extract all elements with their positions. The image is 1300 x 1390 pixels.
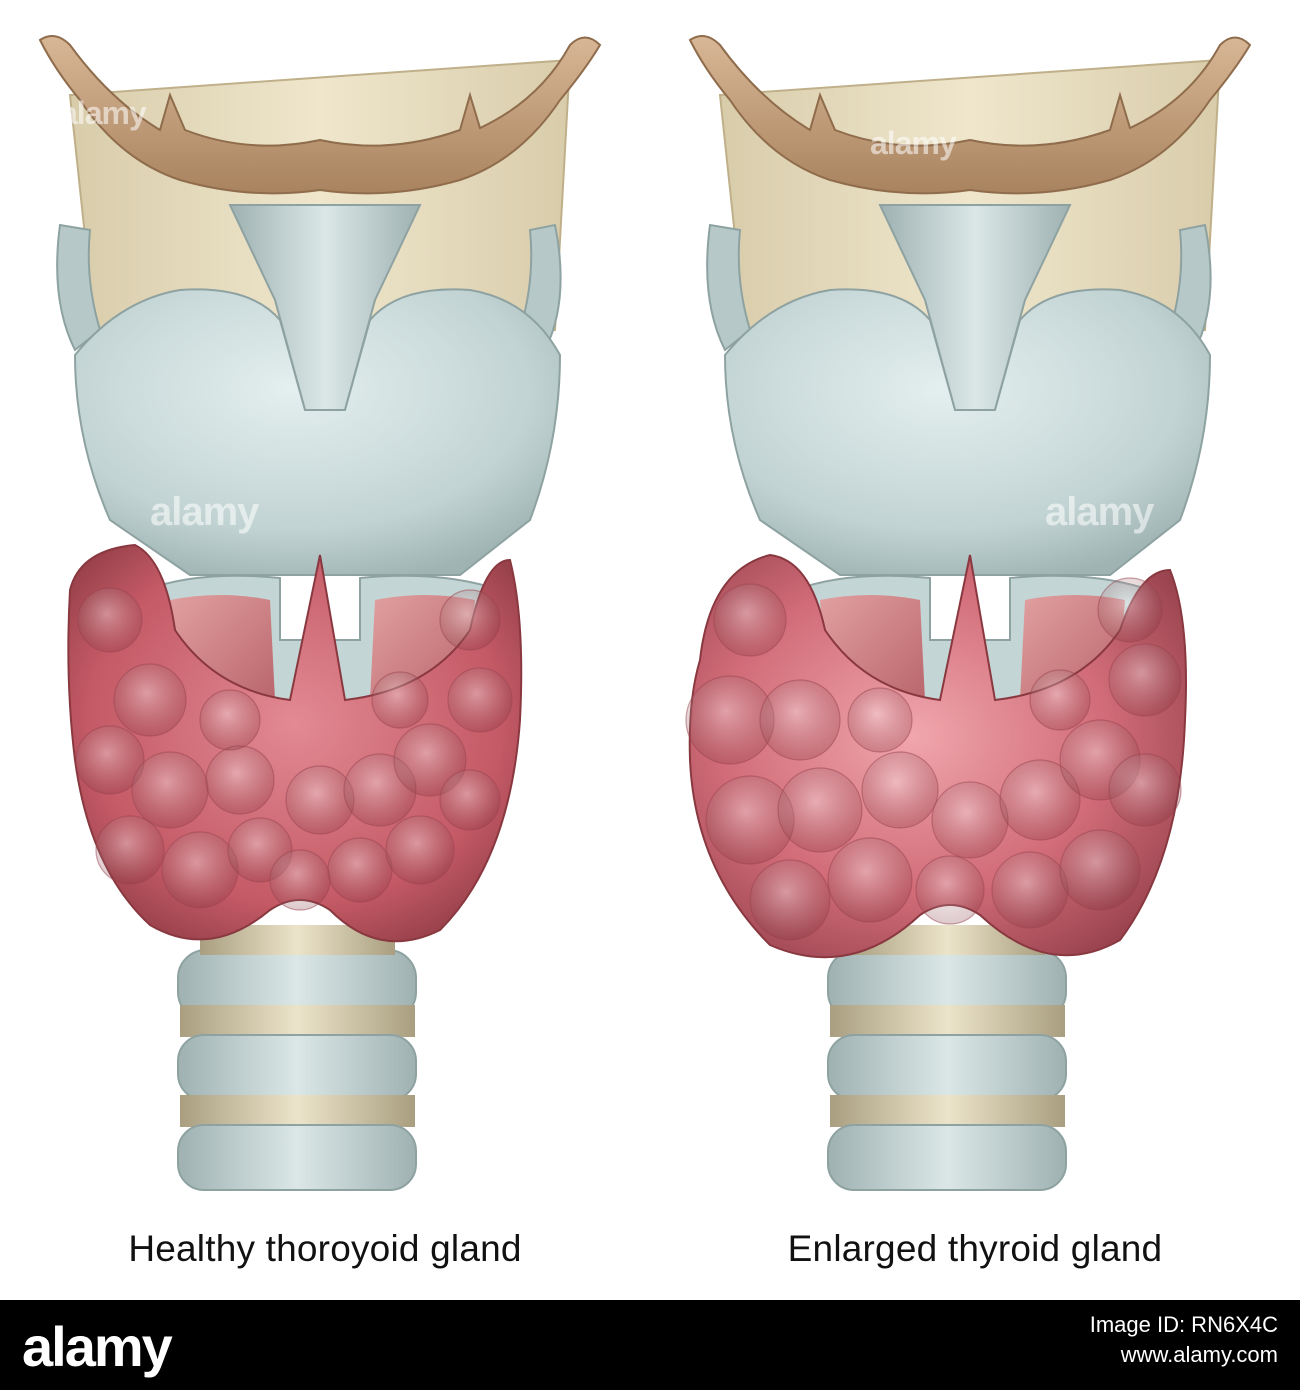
left-cricothyroid-muscle [820, 595, 925, 700]
watermark-text: alamy [150, 490, 259, 534]
enlarged-thyroid-panel: alamy alamy Enlarged thyroid gland [650, 0, 1300, 1300]
watermark-text: alamy [1045, 490, 1154, 534]
watermark-text: alamy [870, 125, 957, 161]
thyroid-cartilage [73, 288, 562, 576]
trachea [177, 925, 417, 1191]
hyoid-bone [688, 35, 1252, 195]
footer-info: Image ID: RN6X4C www.alamy.com [1090, 1312, 1278, 1368]
hyoid-bone [38, 35, 602, 195]
enlarged-thyroid-caption: Enlarged thyroid gland [787, 1228, 1163, 1269]
thyroid-cartilage [723, 288, 1212, 576]
thyroid-gland [67, 543, 523, 943]
enlarged-larynx-illustration [685, 35, 1252, 1191]
watermark-text: alamy [60, 95, 147, 131]
healthy-larynx-illustration [38, 35, 602, 1191]
footer-url: www.alamy.com [1120, 1342, 1278, 1367]
healthy-thyroid-panel: alamy alamy Healthy thoroyoid gland [0, 0, 650, 1300]
healthy-thyroid-caption: Healthy thoroyoid gland [128, 1228, 522, 1269]
trachea [827, 925, 1067, 1191]
left-cricothyroid-muscle [170, 595, 275, 700]
alamy-logo: alamy [22, 1315, 173, 1378]
thyroid-gland-enlarged [685, 553, 1187, 959]
image-id: Image ID: RN6X4C [1089, 1312, 1278, 1337]
stock-photo-footer: alamy Image ID: RN6X4C www.alamy.com [0, 1300, 1300, 1390]
